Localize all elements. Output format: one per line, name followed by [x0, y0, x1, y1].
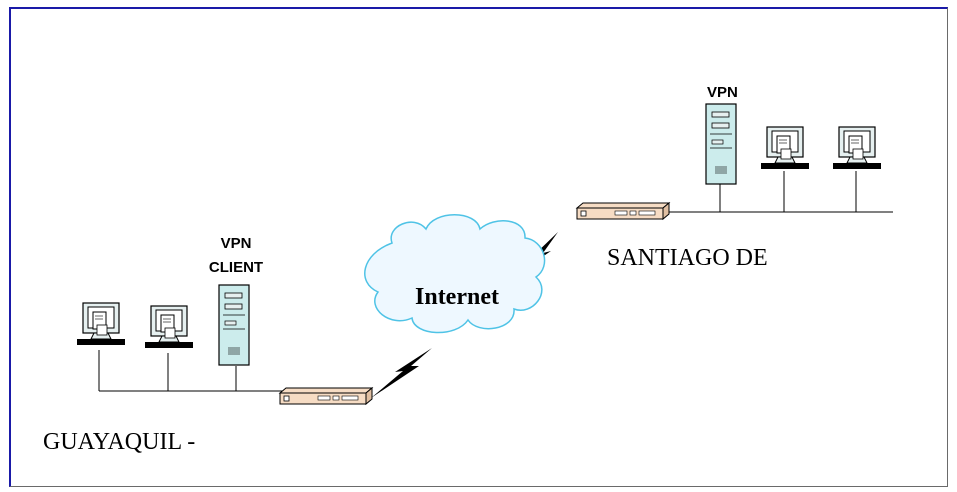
site-local-label: GUAYAQUIL - — [43, 429, 195, 455]
workstation-icon — [832, 126, 882, 170]
vpn-client-label-line2: CLIENT — [209, 259, 263, 276]
server-tower-icon — [705, 103, 737, 185]
router-icon — [279, 387, 373, 405]
cloud-icon — [364, 214, 546, 334]
workstation-icon — [76, 302, 126, 346]
workstation-icon — [144, 305, 194, 349]
lightning-link-icon — [371, 348, 432, 398]
workstation-icon — [760, 126, 810, 170]
router-icon — [576, 202, 670, 220]
site-remote-label: SANTIAGO DE — [607, 245, 768, 271]
internet-label: Internet — [415, 284, 499, 310]
vpn-server-label: VPN — [707, 84, 738, 101]
server-tower-icon — [218, 284, 250, 366]
vpn-client-label-line1: VPN — [221, 235, 252, 252]
